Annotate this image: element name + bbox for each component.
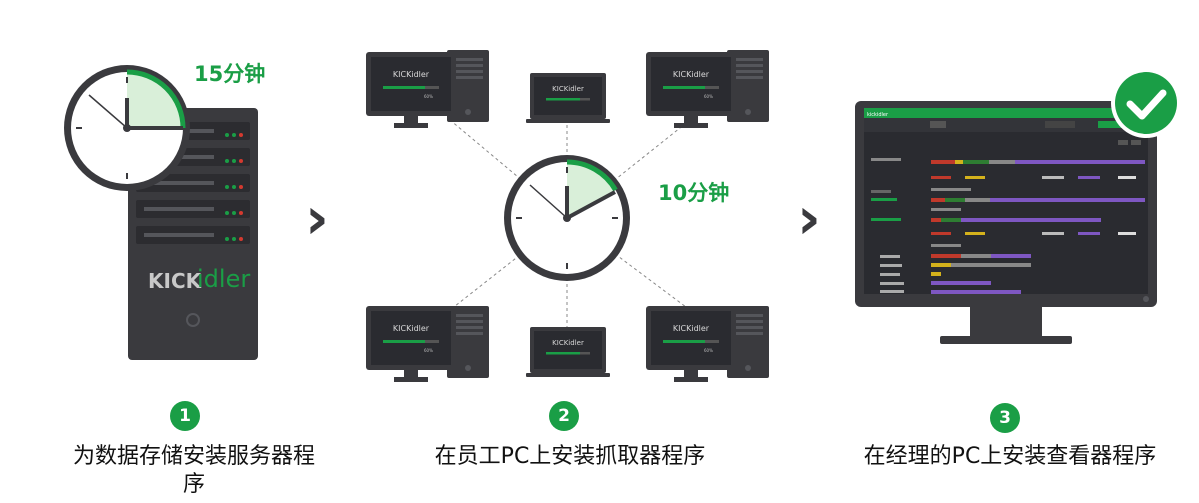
logo-text-kick: KICK (148, 269, 203, 293)
viewer-app-screen: kickidler (864, 108, 1148, 294)
step-number-badge: 1 (170, 401, 200, 431)
checkmark-icon (1111, 68, 1181, 138)
clock-icon (504, 155, 630, 281)
step-caption: 在经理的PC上安装查看器程序 (863, 444, 1157, 469)
employee-pc (366, 50, 489, 128)
time-label-step1: 15分钟 (194, 62, 265, 86)
step-caption: 为数据存储安装服务器程序 (72, 444, 315, 497)
step-caption: 在员工PC上安装抓取器程序 (434, 444, 706, 469)
logo-text-idler: idler (197, 265, 250, 293)
kickidler-logo: KICK idler (148, 265, 250, 293)
employee-pc (366, 306, 489, 382)
clock-icon (64, 65, 190, 191)
step-number-badge: 3 (990, 403, 1020, 433)
employee-laptop (526, 327, 610, 377)
employee-laptop (526, 73, 610, 123)
employee-pc (646, 50, 769, 128)
time-label-step2: 10分钟 (658, 181, 729, 205)
chevron-right-icon: › (797, 184, 821, 252)
step-number-badge: 2 (549, 401, 579, 431)
chevron-right-icon: › (305, 184, 329, 252)
manager-monitor-icon (855, 101, 1157, 344)
employee-pc (646, 306, 769, 382)
viewer-app-name: kickidler (867, 112, 889, 118)
